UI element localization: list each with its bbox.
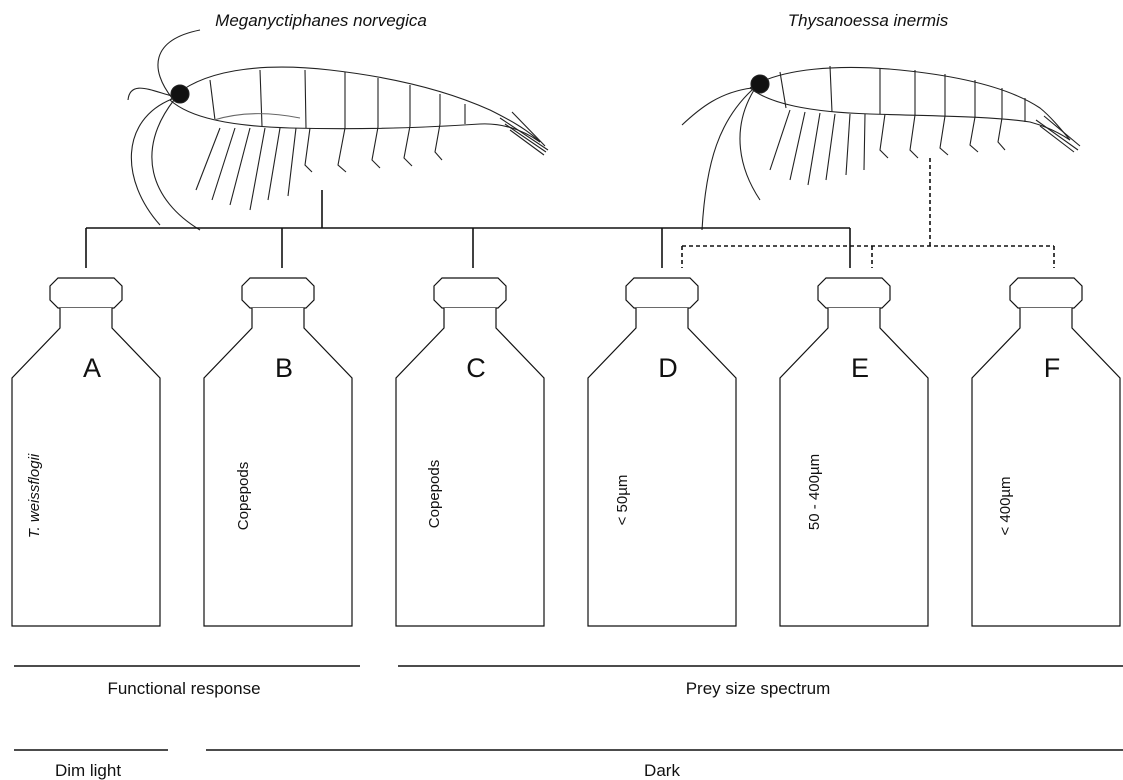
bottle-content: < 50µm [614,475,631,526]
bottle-letter: D [658,353,678,383]
thysanoessa-connectors [682,158,1054,268]
bottle-d: D < 50µm [588,278,736,626]
dark-label: Dark [644,761,680,780]
bottle-f: F < 400µm [972,278,1120,626]
experiment-groupings: Functional response Prey size spectrum [14,666,1123,698]
bottle-letter: F [1044,353,1061,383]
bottle-content: Copepods [235,462,252,530]
species-title-meganyctiphanes: Meganyctiphanes norvegica [215,11,427,30]
meganyctiphanes-connectors [86,190,850,268]
bottle-letter: B [275,353,293,383]
bottle-content: T. weissflogii [26,453,43,538]
bottle-c: C Copepods [396,278,544,626]
bottle-letter: E [851,353,869,383]
bottle-content: < 400µm [997,476,1014,535]
functional-response-label: Functional response [107,679,260,698]
prey-size-spectrum-label: Prey size spectrum [686,679,831,698]
thysanoessa-illustration [682,66,1080,230]
meganyctiphanes-illustration [128,30,548,230]
bottle-content: 50 - 400µm [806,454,823,530]
dim-light-label: Dim light [55,761,121,780]
bottle-letter: A [83,353,101,383]
light-conditions: Dim light Dark [14,750,1123,780]
bottle-letter: C [466,353,486,383]
bottle-a: A T. weissflogii [12,278,160,626]
species-title-thysanoessa: Thysanoessa inermis [788,11,949,30]
bottle-content: Copepods [426,460,443,528]
bottle-b: B Copepods [204,278,352,626]
bottle-e: E 50 - 400µm [780,278,928,626]
